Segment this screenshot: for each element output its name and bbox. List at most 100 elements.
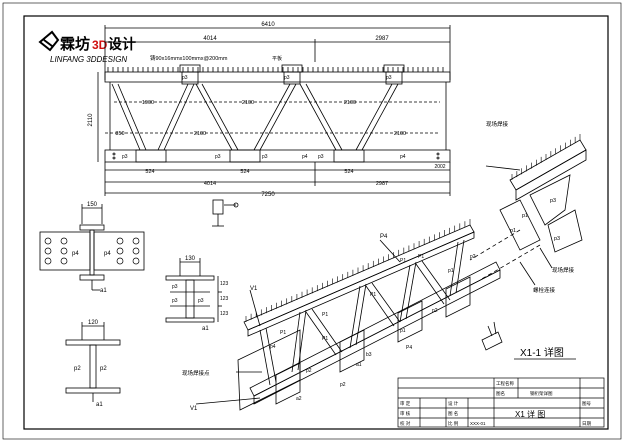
iso-label: P4 [406,345,412,351]
exploded-label: p3 [550,198,556,204]
iso-label: p2 [470,254,476,260]
section-c-plate-right: p2 [100,366,107,372]
section-a-bolts [44,237,140,265]
web-dim-3: 2100 [344,100,356,106]
isometric-labels: V1 P4 P1 P1 p2 p1 P1 P1 p2 P4 p1 b3 p2 P… [182,234,564,412]
tb-cell: 审 核 [400,410,411,417]
callout-weld-top: 现场焊接 [486,120,509,128]
elevation-labels: 6410 4014 2987 铸90x16mmx100mmx@200mm 平板 … [88,22,446,198]
section-b-dim-right: 123 [220,296,229,302]
iso-label: a1 [356,362,362,368]
dim-bottom-total: 7250 [261,192,275,198]
iso-label: P1 [322,312,328,318]
dim-bottom-right: 2987 [376,181,388,187]
title-block-text: 工程名称 图名 钢桁架详图 审 定 设 计 图号 审 核 图 名 校 对 比 例… [400,380,591,427]
plate-label: p3 [182,75,188,81]
iso-title: X1-1 详图 [520,346,564,359]
section-b-labels: 130 123 123 123 p3 p3 p3 a1 [172,256,229,332]
section-a-labels: 150 p4 p4 a1 [72,202,111,294]
iso-label: V1 [190,406,198,412]
section-b-plate: p3 [172,284,178,290]
stud-note-suffix: 平板 [272,55,282,62]
section-b-plate: p3 [172,298,178,304]
tb-cell: 校 对 [400,420,411,427]
web-dim-low-2: 2100 [394,131,406,137]
sheet-border [23,15,609,430]
section-b [165,258,222,323]
tb-cell: 日期 [582,421,591,427]
plate-label: p3 [122,154,128,160]
iso-label: V1 [250,286,258,292]
logo-en-name: LINFANG 3DDESIGN [50,55,127,64]
end-dim: 2002 [434,164,445,170]
section-b-bottom-label: a1 [202,326,209,332]
plate-label: p3 [284,75,290,81]
tb-sheet-no: XXX-01 [470,421,486,426]
plate-label: p3 [318,154,324,160]
web-dim-low-left: 850 [115,131,124,137]
bottom-seg-2: 524 [240,169,249,175]
logo-cn-suffix: 设计 [108,36,136,52]
section-a-bottom-label: a1 [100,288,107,294]
iso-label: P1 [280,330,286,336]
exploded-labels: 现场焊接 现场焊接 螺栓连接 p3 p1 p1 p3 [486,120,575,294]
iso-label: a2 [296,396,302,402]
callout-bolt: 螺栓连接 [533,286,556,294]
section-a [39,204,145,291]
iso-label: P1 [370,292,376,298]
section-b-plate: p3 [198,298,204,304]
plate-label: p3 [215,154,221,160]
logo: 霖坊 3D 设计 LINFANG 3DDESIGN [38,30,136,64]
plate-label: p3 [262,154,268,160]
isometric-studs [245,219,471,322]
weld-symbol-right-icon [481,321,503,351]
plate-label: p4 [400,154,406,160]
iso-callout: 现场焊接点 [182,369,210,377]
iso-label: P1 [322,336,328,342]
exploded-studs [511,134,581,180]
iso-label: p2 [432,308,438,314]
title-block [397,377,605,428]
iso-label: p1 [448,268,454,274]
tb-drawing-title: X1 详 图 [515,409,545,419]
isometric-truss [195,224,501,411]
iso-label: b3 [366,352,372,358]
exploded-label: p1 [522,213,528,219]
section-a-plate-left: p4 [72,251,79,257]
tb-cell: 设 计 [448,400,459,407]
dim-bottom-left: 4014 [204,181,216,187]
iso-label: P1 [400,258,406,264]
section-b-dim-right: 123 [220,281,229,287]
plate-label: p4 [302,154,308,160]
iso-label: p4 [270,344,276,350]
tb-cell: 比 例 [448,420,459,427]
section-a-plate-right: p4 [104,251,111,257]
weld-symbol-icon [212,199,239,227]
web-dim-1: 1900 [142,100,154,106]
tb-cell: 审 定 [400,400,411,407]
iso-label: P1 [418,254,424,260]
section-a-dim: 150 [87,202,98,208]
section-b-dim-right: 123 [220,311,229,317]
section-c-bottom-label: a1 [96,402,103,408]
logo-accent: 3D [92,38,108,52]
bottom-seg-3: 524 [344,169,353,175]
exploded-detail [469,139,587,286]
callout-weld-right: 现场焊接 [552,266,575,274]
tb-cell: 图号 [582,401,591,407]
tb-cell: 工程名称 [496,380,514,387]
section-b-dim: 130 [185,256,196,262]
plate-label: p3 [386,75,392,81]
truss-elevation [97,25,451,196]
iso-label: p2 [340,382,346,388]
tb-cell: 钢桁架详图 [530,390,553,397]
section-c [65,322,121,402]
stud-note: 铸90x16mmx100mmx@200mm [150,54,228,62]
section-c-dim: 120 [88,320,99,326]
logo-mark-icon [38,30,60,52]
exploded-label: p3 [554,236,560,242]
section-c-plate-left: p2 [74,366,81,372]
tb-cell: 图名 [496,390,505,397]
